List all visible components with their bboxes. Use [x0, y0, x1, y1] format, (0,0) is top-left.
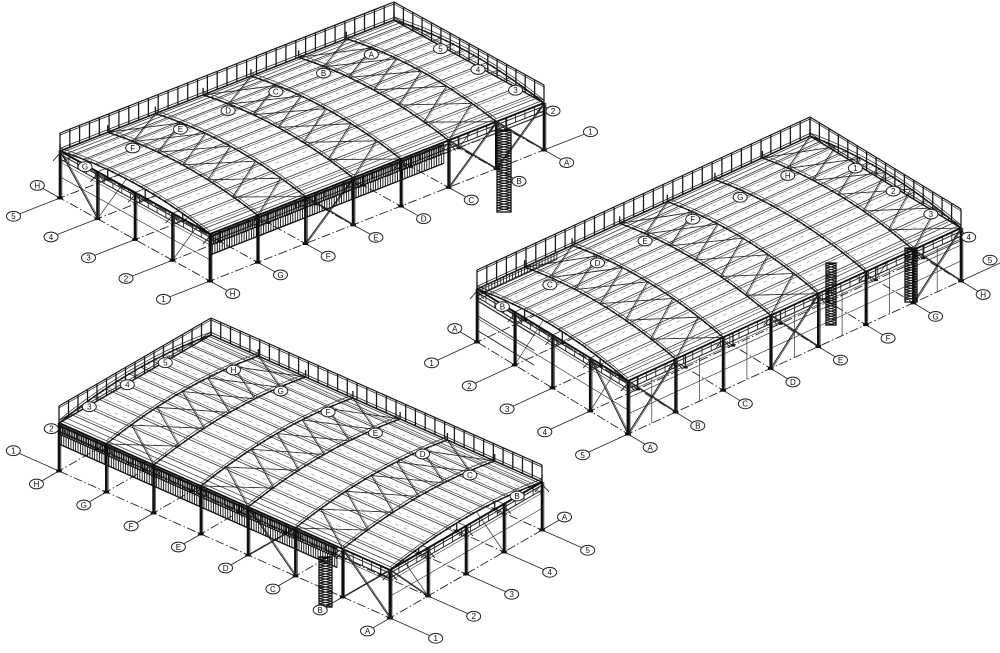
- svg-text:A: A: [562, 513, 568, 522]
- svg-text:5: 5: [580, 451, 585, 460]
- svg-text:5: 5: [11, 212, 16, 221]
- svg-text:H: H: [230, 290, 236, 299]
- svg-text:4: 4: [543, 428, 548, 437]
- svg-text:2: 2: [467, 382, 472, 391]
- svg-text:C: C: [547, 281, 553, 290]
- svg-text:3: 3: [513, 86, 518, 95]
- svg-text:G: G: [278, 387, 284, 396]
- svg-text:E: E: [838, 356, 843, 365]
- svg-text:1: 1: [853, 164, 858, 173]
- svg-text:G: G: [932, 312, 938, 321]
- svg-text:E: E: [373, 429, 378, 438]
- svg-text:D: D: [595, 259, 601, 268]
- svg-text:C: C: [270, 585, 276, 594]
- svg-text:2: 2: [49, 425, 54, 434]
- svg-text:H: H: [980, 290, 986, 299]
- svg-text:2: 2: [471, 612, 476, 621]
- svg-text:D: D: [421, 215, 427, 224]
- svg-text:F: F: [690, 215, 695, 224]
- svg-text:F: F: [326, 252, 331, 261]
- svg-text:4: 4: [966, 233, 971, 242]
- svg-text:5: 5: [988, 256, 993, 265]
- svg-text:G: G: [82, 163, 88, 172]
- svg-text:E: E: [373, 233, 378, 242]
- svg-text:D: D: [225, 107, 231, 116]
- svg-text:5: 5: [163, 359, 168, 368]
- svg-text:F: F: [886, 334, 891, 343]
- svg-text:1: 1: [11, 447, 16, 456]
- svg-text:4: 4: [125, 381, 130, 390]
- svg-text:1: 1: [429, 359, 434, 368]
- svg-text:1: 1: [588, 128, 593, 137]
- svg-text:1: 1: [433, 634, 438, 643]
- svg-text:H: H: [34, 181, 40, 190]
- svg-text:5: 5: [438, 45, 443, 54]
- svg-text:3: 3: [509, 590, 514, 599]
- svg-text:2: 2: [124, 274, 129, 283]
- svg-text:B: B: [515, 492, 520, 501]
- svg-text:4: 4: [547, 568, 552, 577]
- svg-text:E: E: [178, 125, 183, 134]
- svg-text:G: G: [81, 501, 87, 510]
- svg-text:3: 3: [505, 405, 510, 414]
- svg-text:B: B: [321, 69, 326, 78]
- svg-text:D: D: [420, 450, 426, 459]
- svg-text:B: B: [500, 303, 505, 312]
- svg-text:3: 3: [86, 254, 91, 263]
- svg-text:A: A: [369, 50, 375, 59]
- svg-text:A: A: [564, 159, 570, 168]
- svg-text:2: 2: [551, 107, 556, 116]
- svg-text:3: 3: [87, 403, 92, 412]
- svg-text:F: F: [326, 408, 331, 417]
- svg-text:4: 4: [476, 65, 481, 74]
- svg-text:4: 4: [49, 233, 54, 242]
- svg-text:B: B: [695, 422, 700, 431]
- svg-text:B: B: [318, 606, 323, 615]
- svg-text:C: C: [273, 88, 279, 97]
- svg-text:D: D: [223, 564, 229, 573]
- svg-text:B: B: [516, 177, 521, 186]
- svg-text:F: F: [130, 144, 135, 153]
- svg-text:A: A: [648, 443, 654, 452]
- svg-text:3: 3: [929, 210, 934, 219]
- svg-text:E: E: [176, 543, 181, 552]
- svg-text:5: 5: [585, 546, 590, 555]
- svg-text:H: H: [231, 366, 237, 375]
- svg-text:F: F: [129, 522, 134, 531]
- svg-text:G: G: [277, 271, 283, 280]
- svg-text:G: G: [737, 193, 743, 202]
- svg-text:H: H: [34, 480, 40, 489]
- svg-text:A: A: [452, 324, 458, 333]
- svg-text:H: H: [785, 171, 791, 180]
- svg-text:E: E: [642, 237, 647, 246]
- svg-text:C: C: [742, 400, 748, 409]
- svg-text:D: D: [790, 378, 796, 387]
- svg-text:2: 2: [891, 187, 896, 196]
- svg-text:A: A: [365, 627, 371, 636]
- svg-text:C: C: [467, 471, 473, 480]
- svg-text:C: C: [468, 196, 474, 205]
- svg-text:1: 1: [161, 295, 166, 304]
